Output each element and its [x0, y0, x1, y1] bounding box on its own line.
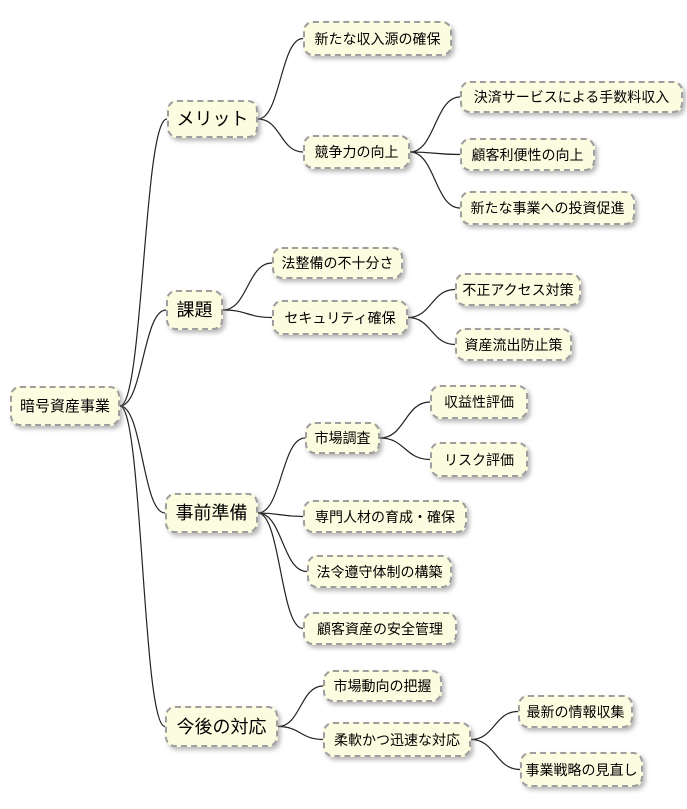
- mindmap-node-merit-competitive[interactable]: 競争力の向上: [303, 135, 410, 169]
- mindmap-node-root[interactable]: 暗号資産事業: [10, 386, 120, 426]
- mindmap-node-fee-income[interactable]: 決済サービスによる手数料収入: [460, 81, 683, 113]
- edge-root-to-future: [119, 405, 166, 728]
- edge-merit-competitive-to-investment: [409, 151, 461, 209]
- mindmap-node-investment[interactable]: 新たな事業への投資促進: [460, 191, 635, 225]
- mindmap-node-legal-insufficiency[interactable]: 法整備の不十分さ: [272, 247, 403, 279]
- mindmap-node-market-research[interactable]: 市場調査: [305, 422, 380, 454]
- edge-security-to-unauthorized-access: [407, 288, 456, 319]
- edge-merit-competitive-to-customer-convenience: [409, 151, 461, 156]
- mindmap-node-asset-outflow[interactable]: 資産流出防止策: [455, 328, 572, 361]
- edge-preparation-to-market-research: [257, 437, 306, 514]
- mindmap-node-asset-management[interactable]: 顧客資産の安全管理: [303, 612, 457, 645]
- mindmap-node-security[interactable]: セキュリティ確保: [272, 300, 408, 335]
- mindmap-node-hr[interactable]: 専門人材の育成・確保: [303, 500, 467, 533]
- edge-security-to-asset-outflow: [407, 316, 456, 346]
- mindmap-node-compliance[interactable]: 法令遵守体制の構築: [307, 555, 452, 588]
- edge-flexible-response-to-info-gathering: [470, 710, 519, 741]
- mindmap-node-merit-income[interactable]: 新たな収入源の確保: [303, 21, 452, 56]
- edge-issues-to-legal-insufficiency: [222, 262, 273, 311]
- edge-future-to-market-trends: [277, 685, 324, 728]
- mindmap-node-risk[interactable]: リスク評価: [430, 442, 528, 477]
- edge-root-to-merit: [119, 118, 168, 407]
- mindmap-node-preparation[interactable]: 事前準備: [165, 493, 258, 533]
- edge-preparation-to-asset-management: [257, 512, 304, 630]
- mindmap-node-customer-convenience[interactable]: 顧客利便性の向上: [460, 138, 595, 171]
- mindmap-node-strategy-review[interactable]: 事業戦略の見直し: [520, 752, 643, 787]
- mindmap-node-market-trends[interactable]: 市場動向の把握: [323, 670, 442, 702]
- mindmap-node-info-gathering[interactable]: 最新の情報収集: [518, 695, 633, 728]
- edge-market-research-to-risk: [379, 437, 431, 461]
- edge-merit-to-merit-income: [257, 37, 304, 120]
- edge-merit-to-merit-competitive: [257, 118, 304, 153]
- edge-market-research-to-profitability: [379, 401, 431, 439]
- mindmap-node-future[interactable]: 今後の対応: [165, 706, 278, 747]
- edge-issues-to-security: [222, 309, 273, 319]
- mindmap-node-flexible-response[interactable]: 柔軟かつ迅速な対応: [323, 722, 471, 757]
- edge-root-to-issues: [119, 309, 167, 407]
- mindmap-node-merit[interactable]: メリット: [167, 100, 258, 138]
- mindmap-node-unauthorized-access[interactable]: 不正アクセス対策: [455, 273, 581, 306]
- edge-flexible-response-to-strategy-review: [470, 738, 521, 771]
- edge-merit-competitive-to-fee-income: [409, 96, 461, 153]
- mindmap-node-issues[interactable]: 課題: [166, 290, 223, 330]
- edge-root-to-preparation: [119, 405, 166, 514]
- edge-preparation-to-hr: [257, 512, 304, 518]
- mindmap-node-profitability[interactable]: 収益性評価: [430, 385, 528, 419]
- edge-future-to-flexible-response: [277, 725, 324, 741]
- edge-preparation-to-compliance: [257, 512, 308, 573]
